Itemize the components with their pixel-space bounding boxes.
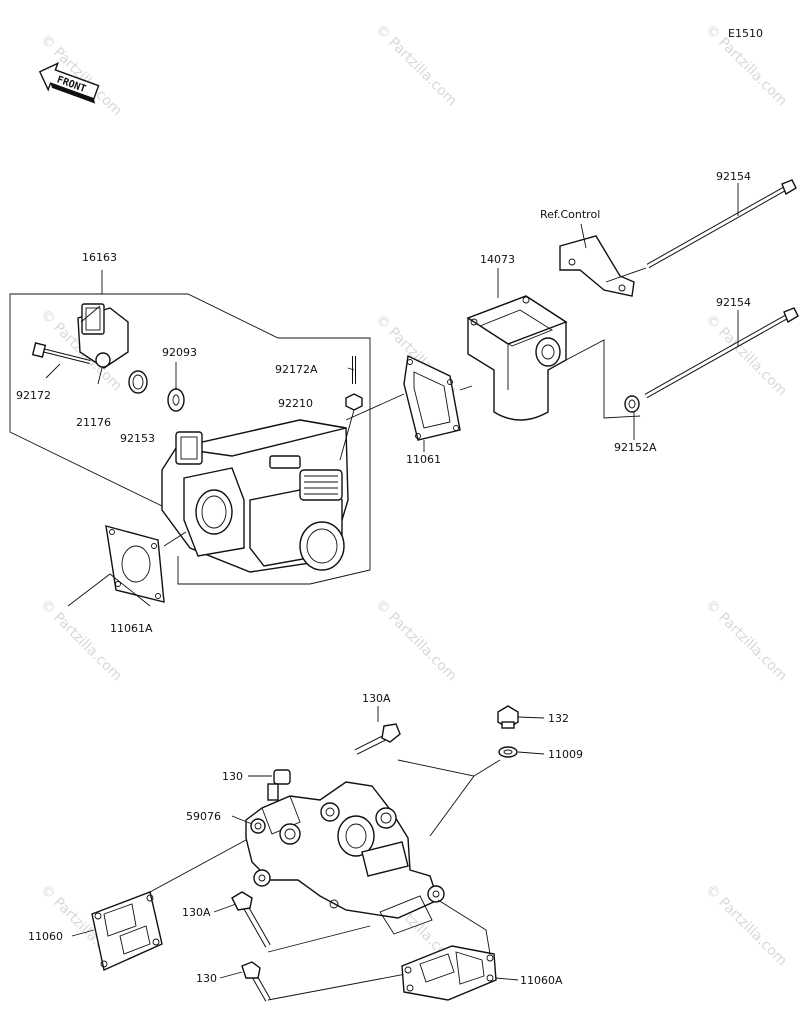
part-label-92153: 92153 (120, 432, 155, 445)
leader-line (45, 363, 61, 379)
watermark: © Partzilla.com (372, 22, 460, 110)
flange-bolt-icon (231, 891, 271, 948)
leader-line (345, 393, 405, 421)
part-label-11009: 11009 (548, 748, 583, 761)
leader-line (213, 903, 237, 913)
leader-line (347, 367, 355, 371)
part-label-92152A: 92152A (614, 441, 657, 454)
part-label-11061: 11061 (406, 453, 441, 466)
watermark: © Partzilla.com (702, 882, 790, 970)
part-label-92172A: 92172A (275, 363, 318, 376)
part-label-21176: 21176 (76, 416, 111, 429)
leader-line (459, 385, 473, 391)
watermark: © Partzilla.com (702, 597, 790, 685)
leader-line (163, 531, 187, 547)
throttle-body-group-outline (9, 270, 163, 507)
leader-line (149, 839, 247, 893)
leader-line (517, 751, 545, 755)
part-label-130A: 130A (362, 692, 391, 705)
diagram-code: E1510 (728, 27, 763, 40)
drain-bolt-icon (497, 705, 519, 729)
part-label-59076: 59076 (186, 810, 221, 823)
o-ring-icon (128, 370, 148, 394)
gasket-icon (401, 945, 497, 1001)
gasket-icon (91, 891, 163, 971)
leader-line (219, 971, 243, 979)
part-label-11060: 11060 (28, 930, 63, 943)
gasket-icon (105, 525, 165, 603)
part-label-130A: 130A (182, 906, 211, 919)
watermark: © Partzilla.com (372, 597, 460, 685)
ref-control-label: Ref.Control (540, 208, 600, 221)
part-label-16163: 16163 (82, 251, 117, 264)
intake-manifold-icon (245, 781, 445, 935)
leader-line (339, 409, 355, 461)
part-label-11060A: 11060A (520, 974, 563, 987)
leader-line (605, 267, 647, 283)
air-intake-adapter-icon (466, 295, 568, 421)
washer-icon (167, 388, 185, 412)
part-label-130: 130 (222, 770, 243, 783)
nut-icon (345, 393, 363, 411)
front-arrow-icon: FRONT (38, 62, 100, 104)
throttle-body-icon (161, 419, 349, 573)
part-label-11061A: 11061A (110, 622, 153, 635)
control-bracket-icon (559, 235, 635, 297)
leader-line (565, 339, 641, 419)
part-label-14073: 14073 (480, 253, 515, 266)
flange-bolt-icon (267, 769, 291, 801)
part-label-92172: 92172 (16, 389, 51, 402)
gasket-icon (403, 354, 461, 441)
flange-bolt-icon (354, 723, 401, 755)
leader-line (397, 759, 475, 837)
part-label-92093: 92093 (162, 346, 197, 359)
part-label-92154: 92154 (716, 170, 751, 183)
part-label-92210: 92210 (278, 397, 313, 410)
part-label-132: 132 (548, 712, 569, 725)
flange-bolt-icon (241, 961, 271, 1002)
leader-line (473, 759, 501, 777)
leader-line (71, 929, 95, 937)
leader-line (80, 305, 101, 323)
part-label-92154: 92154 (716, 296, 751, 309)
watermarks: © Partzilla.com © Partzilla.com © Partzi… (37, 22, 790, 970)
throttle-position-sensor-icon (77, 303, 129, 369)
watermark: © Partzilla.com (37, 597, 125, 685)
part-label-130: 130 (196, 972, 217, 985)
throttle-body-group-outline (102, 293, 371, 585)
leader-line (437, 899, 491, 955)
leader-line (517, 716, 545, 719)
leader-line (231, 815, 253, 825)
leader-line (495, 977, 519, 981)
washer-icon (498, 746, 518, 758)
leader-line (580, 223, 587, 249)
leader-line (67, 573, 151, 607)
leader-line (267, 925, 371, 953)
long-bolt-icon (646, 179, 797, 269)
leader-line (97, 367, 103, 385)
collar-icon (624, 395, 640, 413)
long-bolt-icon (644, 307, 799, 399)
screw-icon (31, 342, 91, 364)
